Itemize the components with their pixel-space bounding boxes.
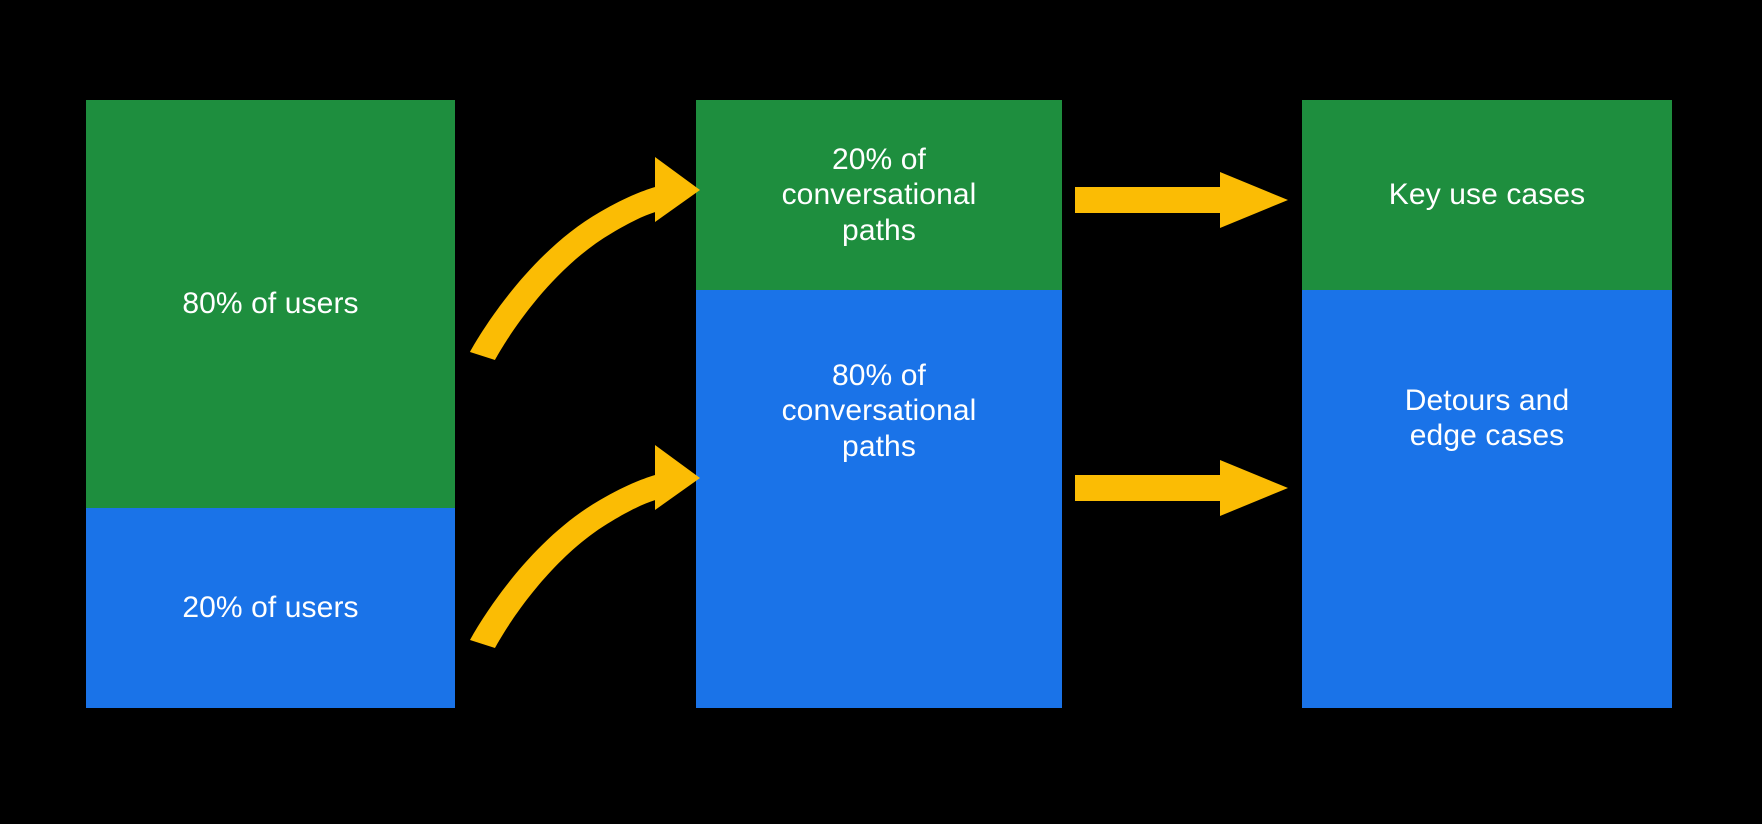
segment-label: 20% of conversational paths: [781, 142, 977, 247]
use-cases-column: Key use cases Detours and edge cases: [1302, 100, 1672, 708]
segment-label: Detours and edge cases: [1404, 384, 1570, 453]
segment-label: 20% of users: [182, 591, 359, 625]
segment-20-percent-conversational-paths: 20% of conversational paths: [696, 100, 1062, 290]
segment-label: Key use cases: [1388, 178, 1586, 212]
segment-detours-and-edge-cases: Detours and edge cases: [1302, 290, 1672, 708]
segment-20-percent-users: 20% of users: [86, 508, 455, 708]
segment-label: 80% of users: [182, 287, 359, 321]
curved-arrow-users-to-bottom-paths: [470, 445, 700, 648]
straight-arrow-paths-to-edge-cases: [1075, 460, 1288, 516]
straight-arrow-paths-to-key-use-cases: [1075, 172, 1288, 228]
segment-key-use-cases: Key use cases: [1302, 100, 1672, 290]
conversational-paths-column: 20% of conversational paths 80% of conve…: [696, 100, 1062, 708]
segment-label: 80% of conversational paths: [781, 359, 977, 463]
segment-80-percent-conversational-paths: 80% of conversational paths: [696, 290, 1062, 708]
segment-80-percent-users: 80% of users: [86, 100, 455, 508]
curved-arrow-users-to-top-paths: [470, 157, 700, 360]
users-column: 80% of users 20% of users: [86, 100, 455, 708]
